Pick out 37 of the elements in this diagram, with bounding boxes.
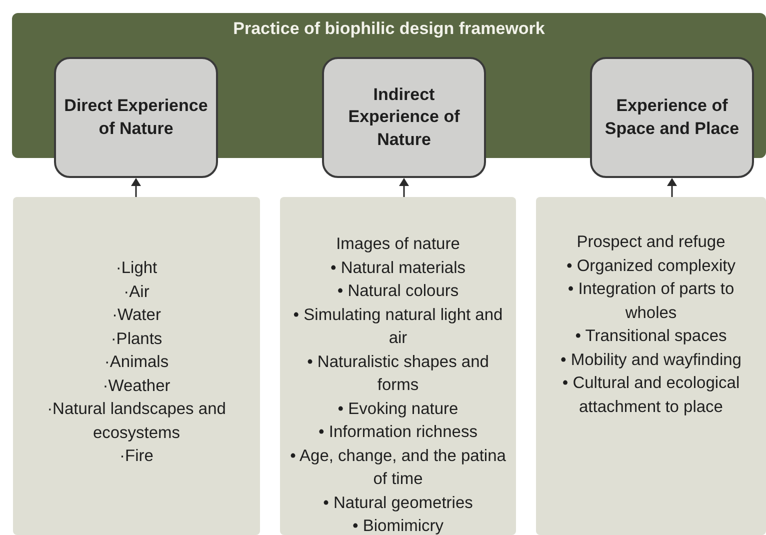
list-item: • Evoking nature [338, 398, 458, 420]
list-item: ·Fire [120, 446, 154, 467]
list-item: • Mobility and wayfinding [560, 350, 742, 370]
arrow [399, 178, 409, 197]
list-item: Prospect and refuge [576, 232, 726, 253]
list-item: • Biomimicry [352, 516, 444, 535]
category-title: Indirect Experience of Nature [347, 84, 461, 151]
category-title: Experience of Space and Place [604, 95, 740, 140]
list-item: ·Water [112, 305, 161, 326]
list-item: • Age, change, and the patina of time [289, 446, 507, 490]
list-item: ·Light [116, 258, 158, 279]
category-box [590, 57, 754, 178]
title-text: Practice of biophilic design framework [232, 18, 546, 39]
list-item: ·Animals [104, 352, 169, 373]
arrow [667, 178, 677, 197]
list-item: • Organized complexity [566, 256, 736, 276]
category-box [54, 57, 218, 178]
list-item: • Cultural and ecological attachment to place [561, 373, 741, 418]
list-panel [13, 197, 260, 535]
list-item: • Natural materials [330, 258, 466, 278]
list-item: • Integration of parts to wholes [566, 279, 736, 324]
category-box [322, 57, 486, 178]
list-item: • Simulating natural light and air [292, 304, 504, 349]
list-item: • Natural geometries [323, 492, 473, 514]
list-item: • Information richness [318, 422, 478, 443]
list-item: ·Plants [110, 328, 162, 350]
arrow [131, 178, 141, 197]
list-item: ·Weather [102, 376, 170, 396]
list-item: ·Air [124, 282, 150, 302]
list-item: ·Natural landscapes and ecosystems [46, 399, 227, 444]
list-panel [280, 197, 516, 535]
list-item: • Natural colours [337, 281, 459, 302]
list-panel [536, 197, 766, 535]
list-item: Images of nature [336, 234, 460, 255]
category-title: Direct Experience of Nature [63, 95, 209, 140]
list-item: • Naturalistic shapes and forms [306, 352, 490, 396]
list-item: • Transitional spaces [575, 326, 727, 347]
